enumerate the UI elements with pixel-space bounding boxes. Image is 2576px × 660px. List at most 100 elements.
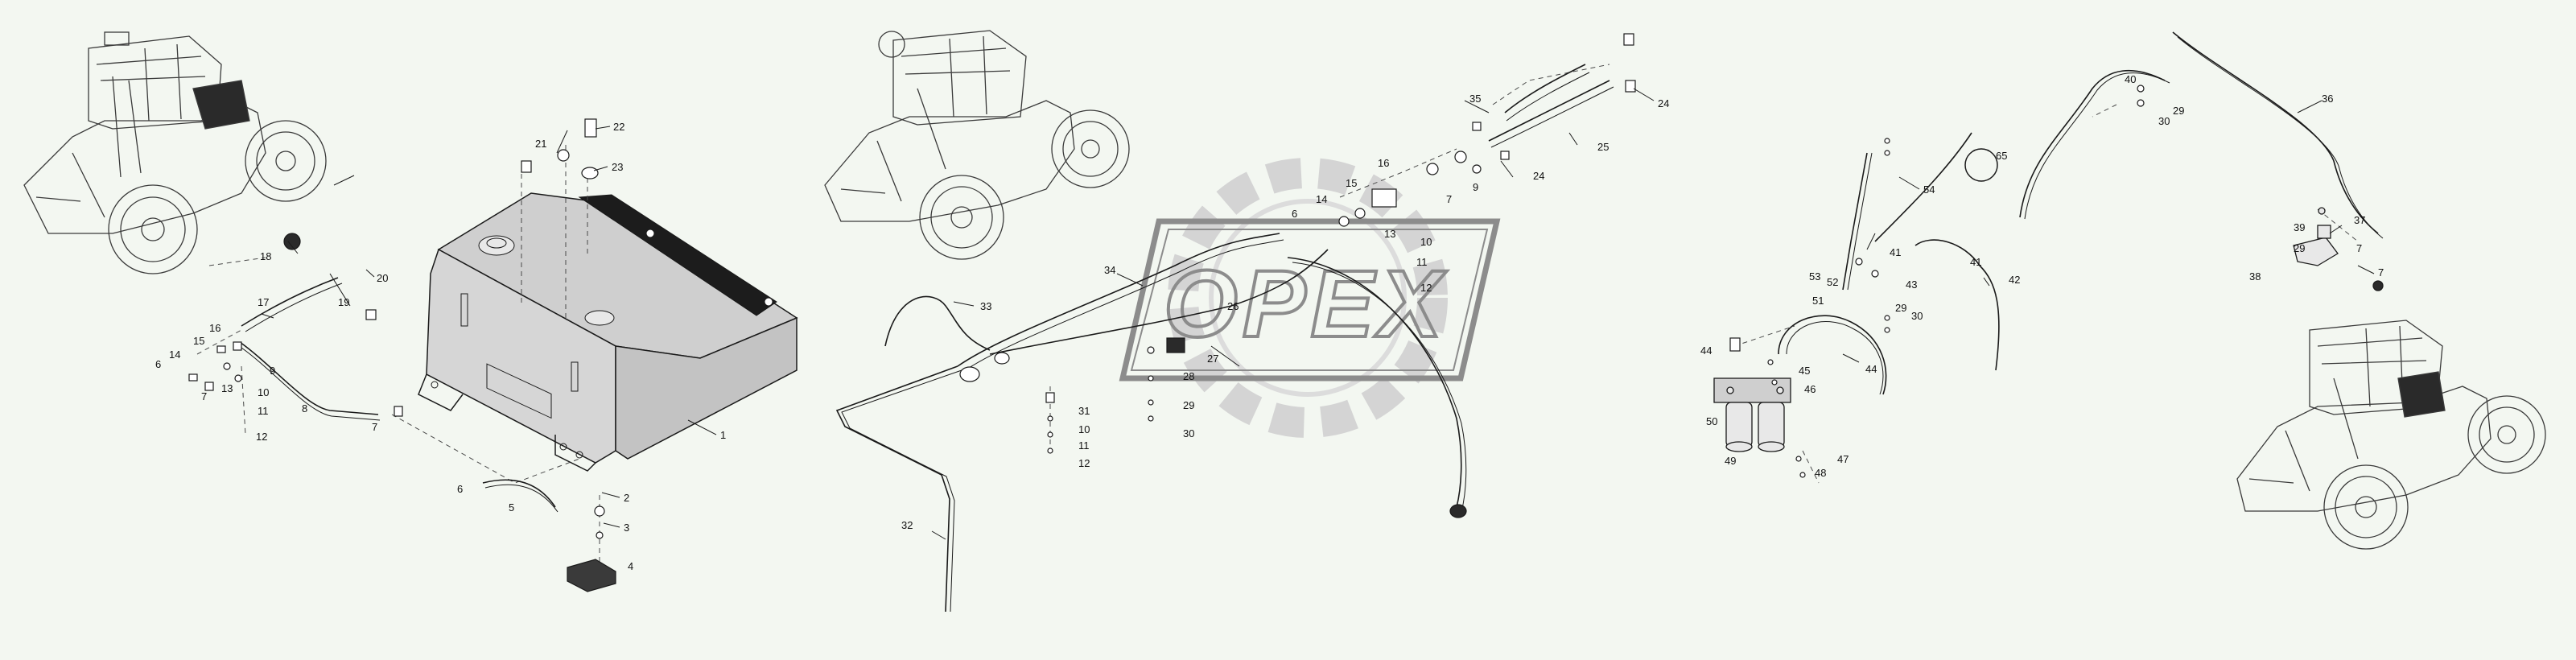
callout-49: 49 xyxy=(1725,455,1736,467)
callout-6b: 6 xyxy=(155,358,161,370)
callout-33: 33 xyxy=(980,300,991,312)
callout-12c: 12 xyxy=(1420,282,1432,294)
callout-47: 47 xyxy=(1837,453,1849,465)
callout-29: 29 xyxy=(1183,399,1194,411)
watermark-gear xyxy=(1168,158,1448,438)
callout-labels: 1 2 3 4 5 6 6 7 7 8 9 10 11 12 13 14 15 … xyxy=(155,73,2384,572)
callout-3: 3 xyxy=(624,522,629,534)
pipe-34 xyxy=(957,233,1280,367)
callout-25: 25 xyxy=(1597,141,1609,153)
callout-15b: 15 xyxy=(1346,177,1357,189)
hose-8 xyxy=(239,341,379,415)
callout-7b: 7 xyxy=(201,390,207,402)
callout-29c: 29 xyxy=(2173,105,2184,117)
callout-52: 52 xyxy=(1827,276,1838,288)
fuel-tank xyxy=(418,192,798,472)
callout-24b: 24 xyxy=(1533,170,1544,182)
pipe-26 xyxy=(989,249,1329,355)
callout-41b: 41 xyxy=(1970,256,1981,268)
callout-29b: 29 xyxy=(2294,242,2305,254)
pipe-upper xyxy=(2019,69,2166,218)
callout-30c: 30 xyxy=(1911,310,1923,322)
callout-27: 27 xyxy=(1207,353,1218,365)
callout-50: 50 xyxy=(1706,415,1717,427)
callout-6: 6 xyxy=(457,483,463,495)
assembly-lines xyxy=(196,64,2359,563)
callout-6c: 6 xyxy=(1292,208,1297,220)
callout-53: 53 xyxy=(1809,270,1820,283)
tractor-illustration-3 xyxy=(2236,320,2546,550)
callout-12: 12 xyxy=(256,431,267,443)
callout-24: 24 xyxy=(1658,97,1669,109)
hoses xyxy=(239,277,558,513)
callout-31: 31 xyxy=(1078,405,1090,417)
callout-28: 28 xyxy=(1183,370,1194,382)
callout-7d: 7 xyxy=(2356,242,2362,254)
callout-54: 54 xyxy=(1923,184,1935,196)
callout-16b: 16 xyxy=(1378,157,1389,169)
callout-7: 7 xyxy=(372,421,377,433)
hose-5 xyxy=(482,479,556,508)
callout-51: 51 xyxy=(1812,295,1824,307)
callout-38: 38 xyxy=(2249,270,2261,283)
hose-17 xyxy=(241,277,339,327)
callout-14: 14 xyxy=(169,349,180,361)
callout-65: 65 xyxy=(1996,150,2007,162)
watermark-text: OPEX xyxy=(1164,251,1447,357)
callout-39: 39 xyxy=(2294,221,2305,233)
callout-11: 11 xyxy=(258,405,269,417)
callout-44: 44 xyxy=(1865,363,1877,375)
pipe-35 xyxy=(1504,64,1586,113)
callout-48: 48 xyxy=(1815,467,1826,479)
callout-8: 8 xyxy=(302,402,307,415)
callout-7e: 7 xyxy=(2378,266,2384,278)
pipe-32 xyxy=(835,365,958,613)
callout-7c: 7 xyxy=(1446,193,1452,205)
sensor-38 xyxy=(2293,207,2384,291)
callout-13b: 13 xyxy=(1384,228,1395,240)
pipe-25 xyxy=(1488,80,1610,142)
callout-5: 5 xyxy=(509,501,514,514)
pipe-44 xyxy=(1778,315,1887,395)
callout-29d: 29 xyxy=(1895,302,1906,314)
tank-side-face xyxy=(615,316,798,460)
pipe-41 xyxy=(1842,152,1868,291)
callout-2: 2 xyxy=(624,492,629,504)
pipe-long xyxy=(1287,257,1462,508)
callout-10: 10 xyxy=(258,386,269,398)
callout-11c: 11 xyxy=(1416,256,1428,268)
callout-30: 30 xyxy=(1183,427,1194,439)
callout-37: 37 xyxy=(2354,214,2365,226)
callout-43: 43 xyxy=(1906,278,1917,291)
callout-15: 15 xyxy=(193,335,204,347)
callout-22: 22 xyxy=(613,121,624,133)
tank-filler-cap xyxy=(478,235,515,256)
callout-46: 46 xyxy=(1804,383,1816,395)
tank-dark-panel xyxy=(578,194,777,316)
pipe-36 xyxy=(2172,31,2379,234)
pipe-42 xyxy=(1914,239,2000,371)
right-pipes xyxy=(1778,31,2384,395)
callout-9b: 9 xyxy=(1473,181,1478,193)
callout-13: 13 xyxy=(221,382,233,394)
callout-44b: 44 xyxy=(1700,344,1712,357)
mount-bracket-4 xyxy=(567,559,616,592)
callout-21: 21 xyxy=(535,138,546,150)
right-fittings xyxy=(1729,85,2145,478)
callout-12b: 12 xyxy=(1078,457,1090,469)
callout-19: 19 xyxy=(338,296,349,308)
callout-36: 36 xyxy=(2322,93,2333,105)
o-ring-65 xyxy=(1964,148,1998,182)
callout-9: 9 xyxy=(270,365,275,377)
callout-23: 23 xyxy=(612,161,623,173)
callout-32: 32 xyxy=(901,519,913,531)
callout-10b: 10 xyxy=(1078,423,1090,435)
callout-26: 26 xyxy=(1227,300,1239,312)
tractor-illustration-2 xyxy=(824,30,1130,260)
leader-lines xyxy=(261,88,2375,540)
callout-42: 42 xyxy=(2009,274,2020,286)
callout-16: 16 xyxy=(209,322,221,334)
callout-11b: 11 xyxy=(1078,439,1090,452)
